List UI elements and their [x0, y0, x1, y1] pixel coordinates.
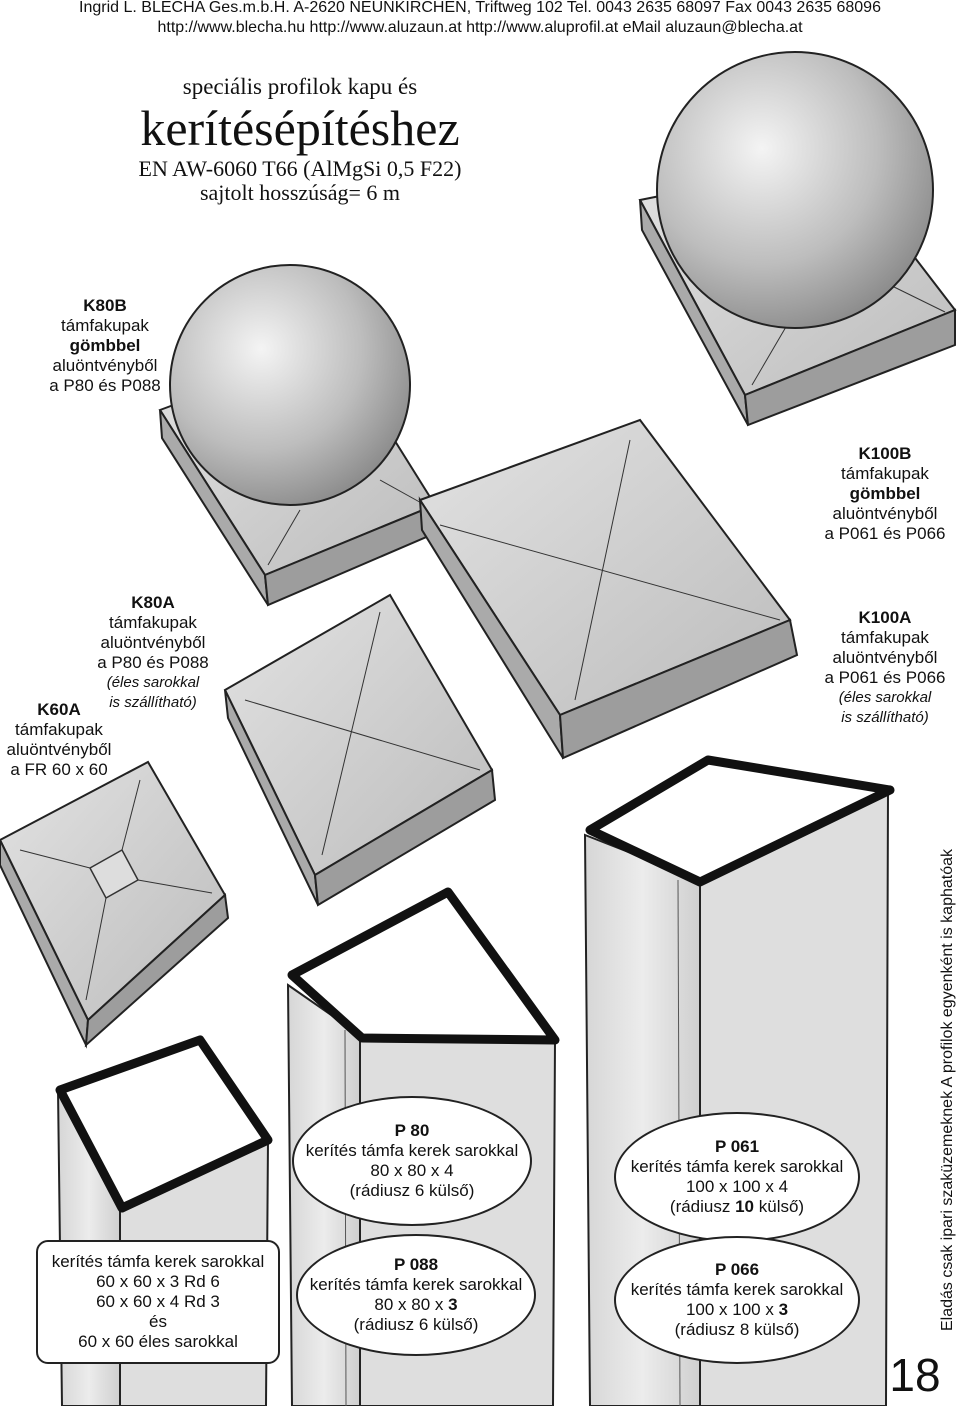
- p80-line1: kerítés támfa kerek sarokkal: [305, 1141, 519, 1160]
- p061-line2: 100 x 100 x 4: [685, 1177, 789, 1196]
- p061-radius: 10: [735, 1197, 755, 1216]
- p066-thickness: 3: [778, 1300, 789, 1319]
- k100b-code: K100B: [858, 444, 912, 463]
- p066-line3: (rádiusz 8 külső): [674, 1320, 800, 1339]
- k80a-line2: aluöntvényből: [100, 633, 206, 652]
- k100b-line4: a P061 és P066: [824, 524, 946, 543]
- cap-k80a: [223, 593, 497, 907]
- k60a-line3: a FR 60 x 60: [10, 760, 108, 779]
- box60-line1: kerítés támfa kerek sarokkal: [51, 1252, 265, 1271]
- box60-line2: 60 x 60 x 3 Rd 6: [96, 1272, 220, 1291]
- box60-line3: 60 x 60 x 4 Rd 3: [96, 1292, 220, 1311]
- k100a-code: K100A: [858, 608, 912, 627]
- k100a-line4: (éles sarokkal: [838, 689, 932, 706]
- material-spec: EN AW-6060 T66 (AlMgSi 0,5 F22): [138, 156, 462, 181]
- title-line-1: speciális profilok kapu és: [182, 74, 418, 99]
- k100b-ball: gömbbel: [849, 484, 921, 503]
- caption-p80: P 80 kerítés támfa kerek sarokkal 80 x 8…: [292, 1096, 532, 1226]
- cap-k100a: [418, 418, 799, 760]
- p066-dim: 100 x 100 x: [685, 1300, 779, 1319]
- p80-line2: 80 x 80 x 4: [370, 1161, 454, 1180]
- k60a-code: K60A: [37, 700, 81, 719]
- p80-code: P 80: [394, 1121, 430, 1140]
- k100a-line3: a P061 és P066: [824, 668, 946, 687]
- cap-k80b: [158, 264, 440, 607]
- p088-line1: kerítés támfa kerek sarokkal: [309, 1275, 523, 1294]
- caption-p061: P 061 kerítés támfa kerek sarokkal 100 x…: [614, 1112, 860, 1242]
- length-spec: sajtolt hosszúság= 6 m: [199, 180, 400, 205]
- k80b-line4: a P80 és P088: [49, 376, 161, 395]
- k80b-line3: aluöntvényből: [52, 356, 158, 375]
- caption-p066: P 066 kerítés támfa kerek sarokkal 100 x…: [614, 1236, 860, 1364]
- side-note: Eladás csak ipari szaküzemeknek A profil…: [939, 848, 956, 1332]
- company-address: Ingrid L. BLECHA Ges.m.b.H. A-2620 NEUNK…: [79, 0, 881, 16]
- p088-thickness: 3: [448, 1295, 458, 1314]
- label-k100a: K100A támfakupak aluöntvényből a P061 és…: [805, 608, 960, 728]
- p80-line3: (rádiusz 6 külső): [349, 1181, 475, 1200]
- caption-60x60: kerítés támfa kerek sarokkal 60 x 60 x 3…: [36, 1240, 280, 1364]
- p061-radius-label: (rádiusz: [669, 1197, 736, 1216]
- label-k100b: K100B támfakupak gömbbel aluöntvényből a…: [810, 444, 960, 544]
- k80a-code: K80A: [131, 593, 175, 612]
- p088-code: P 088: [393, 1255, 439, 1274]
- cap-k100b: [638, 51, 957, 427]
- company-web-email: http://www.blecha.hu http://www.aluzaun.…: [157, 19, 803, 36]
- k80a-line3: a P80 és P088: [97, 653, 209, 672]
- k60a-line2: aluöntvényből: [6, 740, 112, 759]
- k80a-line1: támfakupak: [109, 613, 197, 632]
- k100a-line5: is szállítható): [841, 709, 929, 726]
- p061-code: P 061: [714, 1137, 760, 1156]
- p066-code: P 066: [714, 1260, 760, 1279]
- p066-line1: kerítés támfa kerek sarokkal: [630, 1280, 844, 1299]
- page-number: 18: [889, 1349, 941, 1401]
- box60-line5: 60 x 60 éles sarokkal: [78, 1332, 238, 1351]
- p061-radius-suffix: külső): [754, 1197, 805, 1216]
- p061-line1: kerítés támfa kerek sarokkal: [630, 1157, 844, 1176]
- k80a-line4: (éles sarokkal: [106, 674, 200, 691]
- label-k80b: K80B támfakupak gömbbel aluöntvényből a …: [30, 296, 180, 396]
- caption-p088: P 088 kerítés támfa kerek sarokkal 80 x …: [296, 1234, 536, 1356]
- p088-line3: (rádiusz 6 külső): [353, 1315, 479, 1334]
- cap-k60a: [0, 760, 230, 1049]
- k60a-line1: támfakupak: [15, 720, 103, 739]
- k100b-line1: támfakupak: [841, 464, 929, 483]
- k100b-line3: aluöntvényből: [832, 504, 938, 523]
- box60-line4: és: [149, 1312, 167, 1331]
- k80b-code: K80B: [83, 296, 127, 315]
- k80b-ball: gömbbel: [69, 336, 141, 355]
- p088-dim: 80 x 80 x: [374, 1295, 449, 1314]
- label-k80a: K80A támfakupak aluöntvényből a P80 és P…: [78, 593, 228, 713]
- label-k60a: K60A támfakupak aluöntvényből a FR 60 x …: [0, 700, 124, 780]
- k100a-line1: támfakupak: [841, 628, 929, 647]
- page-title: kerítésépítéshez: [140, 100, 460, 156]
- k80b-line1: támfakupak: [61, 316, 149, 335]
- k100a-line2: aluöntvényből: [832, 648, 938, 667]
- k80a-line5: is szállítható): [109, 694, 197, 711]
